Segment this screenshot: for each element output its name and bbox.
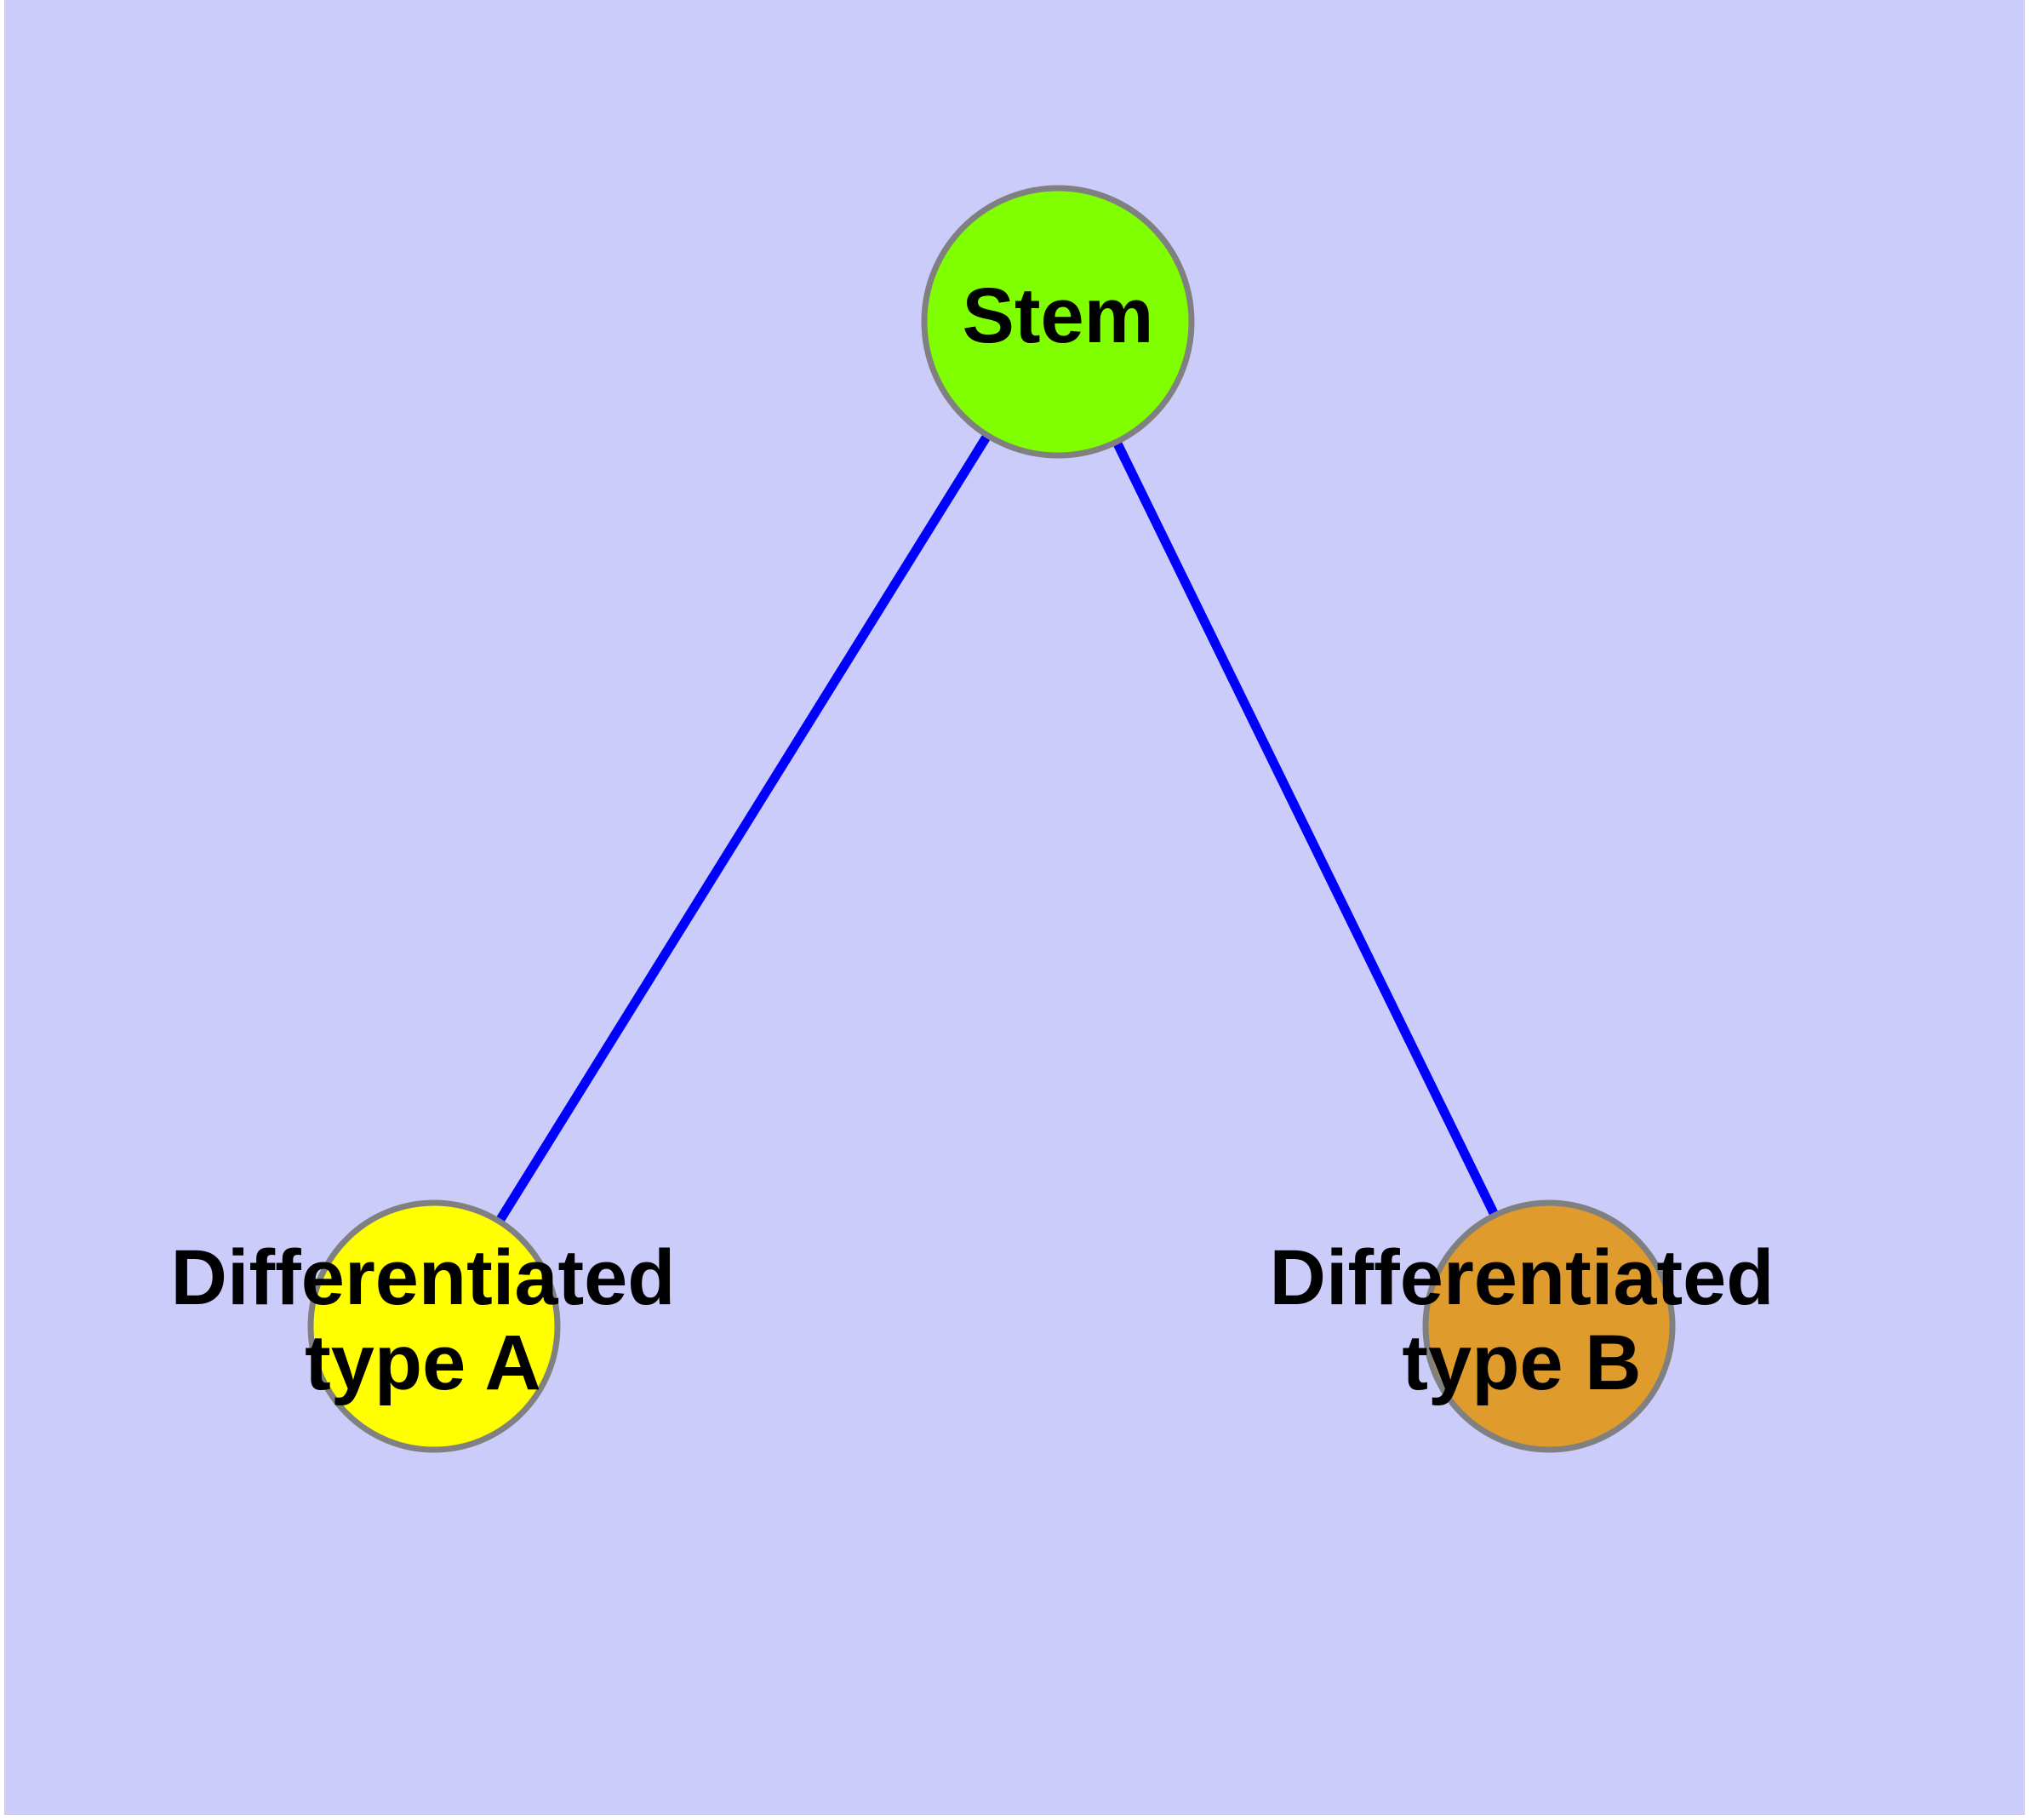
graph-edge-stem-to-a <box>495 434 991 1223</box>
graph-node-label-line: Stem <box>963 272 1154 359</box>
graph-node-diff_a[interactable] <box>307 1199 561 1453</box>
graph-node-diff_b[interactable] <box>1422 1199 1676 1453</box>
nodes-group <box>307 185 1676 1453</box>
edges-group <box>495 434 1499 1223</box>
graph-node-label-line: Differentiated <box>1270 1234 1775 1321</box>
graph-edge-stem-to-b <box>1112 441 1499 1216</box>
graph-node-stem[interactable] <box>921 185 1195 459</box>
graph-node-label-line: type B <box>1402 1319 1641 1406</box>
graph-node-label-stem: Stem <box>963 272 1154 359</box>
graph-node-label-line: Differentiated <box>171 1234 676 1321</box>
graph-node-label-line: type A <box>305 1319 541 1406</box>
